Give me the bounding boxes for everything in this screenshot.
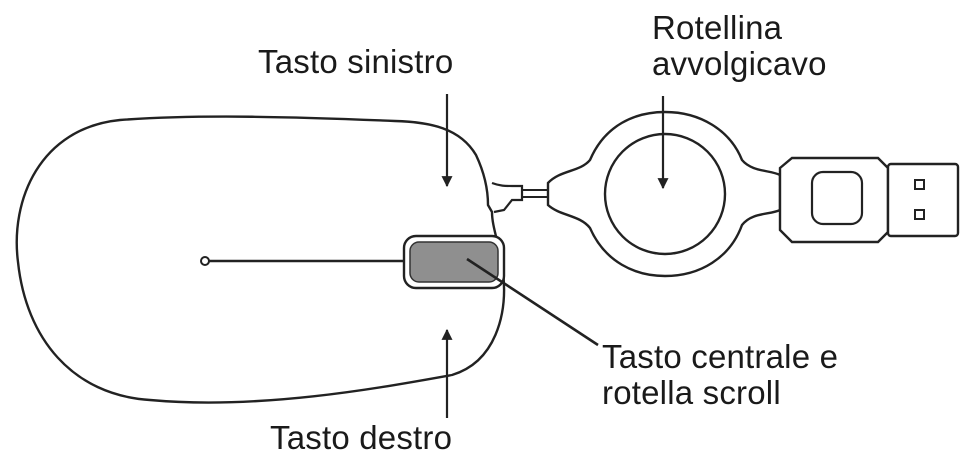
- divider-end-dot: [200, 256, 210, 266]
- usb-plug-tip: [886, 162, 960, 238]
- label-cable-reel-line2: avvolgicavo: [652, 45, 827, 82]
- label-middle-button-line2: rotella scroll: [602, 374, 781, 411]
- cable-connector: [491, 181, 524, 214]
- label-middle-button: Tasto centrale e rotella scroll: [602, 339, 838, 411]
- label-left-button: Tasto sinistro: [258, 43, 454, 80]
- label-cable-reel: Rotellina avvolgicavo: [652, 10, 827, 82]
- scroll-wheel: [409, 241, 499, 283]
- label-cable-reel-line1: Rotellina: [652, 9, 783, 46]
- label-right-button: Tasto destro: [270, 419, 453, 456]
- scroll-wheel-pointer: [466, 257, 599, 347]
- usb-pin-top: [914, 179, 925, 190]
- mouse-body-outline: [15, 115, 506, 404]
- usb-pin-bottom: [914, 209, 925, 220]
- cable-reel-wheel: [603, 132, 727, 256]
- usb-plug-grip: [810, 170, 864, 226]
- label-middle-button-line1: Tasto centrale e: [602, 338, 839, 375]
